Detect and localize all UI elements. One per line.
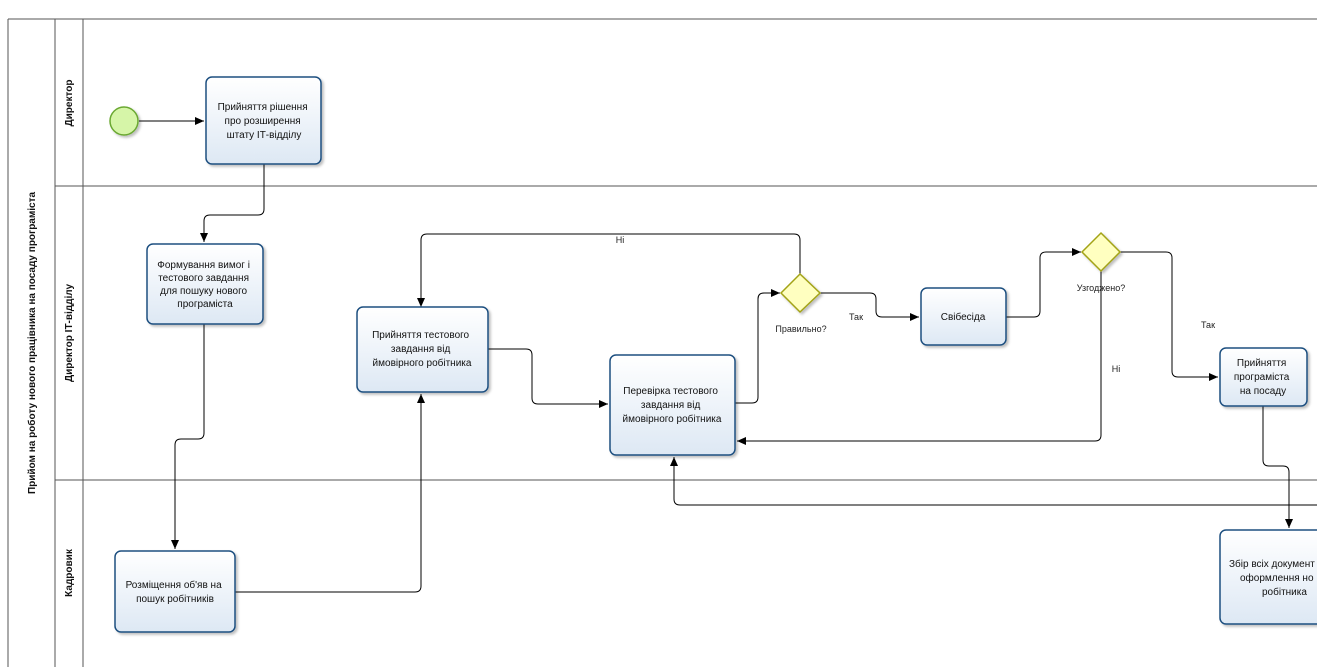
flow-accept-to-check — [488, 348, 608, 408]
task-interview[interactable]: Свібесіда — [920, 287, 1007, 346]
task-hire[interactable]: Прийняття програміста на посаду — [1219, 347, 1308, 407]
task-label-line: тестового завдання — [158, 273, 249, 284]
task-accept-test[interactable]: Прийняття тестового завдання від ймовірн… — [356, 306, 489, 393]
gateway-correct-label: Правильно? — [775, 324, 826, 334]
pool: Прийом на роботу нового працівника на по… — [7, 18, 1317, 667]
svg-text:Збір всіх документ оформ: Збір всіх документ оформлення но робітни… — [1229, 558, 1317, 598]
task-label-line: оформлення но — [1240, 572, 1314, 584]
flow-correct-no — [417, 233, 801, 307]
flow-interview-to-agreed — [1006, 248, 1081, 318]
task-ad[interactable]: Розміщення об'яв на пошук робітників — [114, 550, 236, 633]
flow-check-to-correct — [735, 289, 780, 404]
flow-correct-yes — [820, 292, 919, 321]
svg-text:Прийняття тестового завд: Прийняття тестового завдання від ймовірн… — [372, 330, 472, 369]
flow-requirements-to-ad — [171, 324, 205, 549]
task-decision[interactable]: Прийняття рішення про розширення штату І… — [205, 76, 322, 165]
svg-text:Перевірка тестового завд: Перевірка тестового завдання від ймовірн… — [623, 386, 722, 425]
svg-text:Розміщення об'яв на пошу: Розміщення об'яв на пошук робітників — [126, 579, 225, 605]
lane-title-hr: Кадровик — [64, 548, 75, 597]
task-label-line: штату ІТ-відділу — [227, 130, 302, 141]
task-check-test[interactable]: Перевірка тестового завдання від ймовірн… — [609, 354, 736, 456]
task-requirements[interactable]: Формування вимог і тестового завдання дл… — [146, 243, 264, 325]
start-event[interactable] — [109, 106, 139, 136]
task-label-line: робітника — [1262, 586, 1307, 598]
task-label-line: програміста — [1234, 372, 1290, 383]
flow-label-no-top: Ні — [616, 235, 625, 245]
task-label-line: про розширення — [225, 116, 301, 127]
gateway-agreed-label: Узгоджено? — [1077, 283, 1126, 293]
task-label-line: Прийняття рішення — [218, 102, 308, 113]
sequence-flows — [139, 117, 1317, 593]
flow-label-no-agreed: Ні — [1112, 364, 1121, 374]
task-label-line: Прийняття тестового — [372, 330, 469, 341]
pool-title: Прийом на роботу нового працівника на по… — [26, 192, 38, 495]
lane-title-director: Директор — [64, 80, 75, 127]
task-collect-docs[interactable]: Збір всіх документ оформлення но робітни… — [1219, 529, 1317, 625]
flow-hire-to-docs — [1262, 406, 1293, 528]
flow-ad-to-accept-test — [235, 394, 425, 593]
svg-text:Свібесіда: Свібесіда — [941, 311, 986, 323]
task-label-line: ймовірного робітника — [623, 413, 722, 425]
task-label-line: Формування вимог і — [157, 260, 250, 271]
gateway-agreed[interactable]: Узгоджено? — [1077, 231, 1126, 293]
task-label-line: завдання від — [391, 344, 451, 355]
task-label-line: для пошуку нового — [160, 286, 247, 297]
task-label-line: Збір всіх документ — [1229, 558, 1315, 570]
svg-text:Формування вимог і тесто: Формування вимог і тестового завдання дл… — [157, 260, 252, 310]
task-label-line: завдання від — [641, 400, 701, 411]
task-label-line: пошук робітників — [136, 593, 214, 605]
lane-title-it-director: Директор ІТ-відділу — [64, 284, 75, 383]
task-label-line: Свібесіда — [941, 311, 986, 323]
task-label-line: Прийняття — [1237, 358, 1286, 369]
flow-label-yes-agreed: Так — [1201, 320, 1215, 330]
flow-decision-to-requirements — [200, 164, 265, 242]
task-label-line: Розміщення об'яв на — [126, 579, 223, 591]
flow-agreed-yes — [1120, 251, 1218, 381]
task-label-line: на посаду — [1240, 386, 1286, 397]
task-label-line: програміста — [177, 299, 233, 310]
svg-text:Прийняття рішення про ро: Прийняття рішення про розширення штату І… — [218, 102, 311, 141]
svg-text:Прийняття програміста: Прийняття програміста на посаду — [1234, 358, 1292, 397]
task-label-line: ймовірного робітника — [373, 357, 472, 369]
task-label-line: Перевірка тестового — [623, 386, 718, 397]
gateway-correct[interactable]: Правильно? — [775, 272, 827, 334]
flow-agreed-no — [737, 271, 1102, 445]
flow-return-to-check — [670, 457, 1317, 506]
flow-label-yes-correct: Так — [849, 312, 863, 322]
